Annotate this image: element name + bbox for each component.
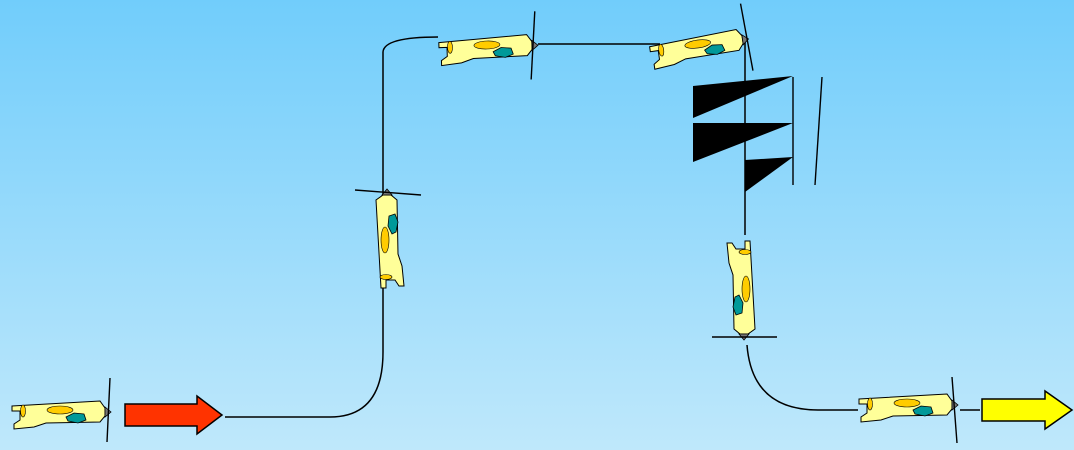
plane-vertical-up <box>355 189 421 288</box>
plane-top-left <box>438 11 539 82</box>
entry-arrow-icon <box>125 396 222 434</box>
roll-flag-mast-2 <box>815 77 822 185</box>
flight-path-pullout <box>747 345 858 410</box>
plane-exit <box>859 377 958 443</box>
exit-arrow-icon <box>982 391 1072 429</box>
flight-path-entry-to-first-loop <box>225 37 438 417</box>
plane-vertical-down <box>712 241 777 340</box>
propeller-exit <box>952 377 957 443</box>
roll-flag-1 <box>693 76 793 118</box>
roll-flag-2 <box>693 123 793 162</box>
plane-entry <box>12 378 111 442</box>
roll-flag-3 <box>745 157 793 192</box>
plane-top-right <box>645 3 753 84</box>
roll-flags <box>693 76 822 192</box>
